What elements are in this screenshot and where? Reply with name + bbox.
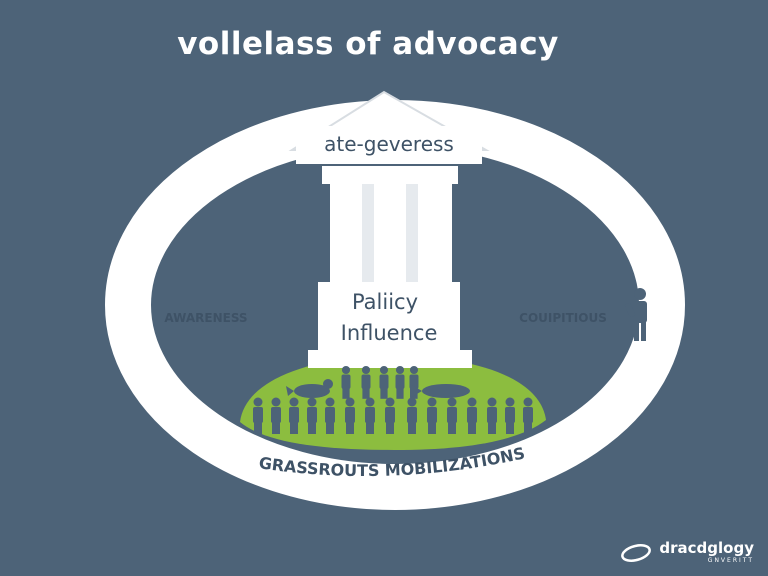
person-figure: [253, 397, 263, 434]
person-figure: [395, 365, 405, 399]
person-figure: [271, 397, 281, 434]
temple-base: [308, 350, 472, 368]
center-label-line1: Paliicy: [352, 290, 418, 314]
right-label: COUIPITIOUS: [519, 311, 607, 325]
person-figure: [467, 397, 477, 434]
person-figure: [487, 397, 497, 434]
temple-building: [288, 90, 490, 368]
crowd: [253, 365, 533, 434]
diagram-title: vollelass of advocacy: [177, 26, 559, 62]
person-figure: [361, 365, 371, 399]
person-figure: [289, 397, 299, 434]
person-figure: [345, 397, 355, 434]
person-figure: [365, 397, 375, 434]
logo: dracdglogy GNVERITT: [619, 541, 754, 564]
fish-icon: [410, 384, 470, 398]
person-figure: [523, 397, 533, 434]
logo-text: dracdglogy GNVERITT: [659, 541, 754, 564]
person-icon: [624, 288, 647, 341]
person-figure: [505, 397, 515, 434]
person-figure: [307, 397, 317, 434]
logo-name: dracdglogy: [659, 539, 754, 557]
person-figure: [341, 365, 351, 399]
center-label-line2: Influence: [341, 321, 438, 345]
temple-entablature: [296, 126, 482, 164]
temple-label-panel: [318, 282, 460, 354]
logo-tagline: GNVERITT: [707, 557, 754, 564]
person-figure: [325, 397, 335, 434]
person-figure: [379, 365, 389, 399]
swoosh-icon: [621, 543, 652, 562]
temple-column-capital: [322, 166, 458, 184]
person-figure: [407, 397, 417, 434]
left-label: AWARENESS: [164, 311, 247, 325]
person-figure: [427, 397, 437, 434]
pediment-label: ate-geveress: [324, 132, 454, 156]
person-figure: [447, 397, 457, 434]
seal-icon: [286, 379, 333, 398]
person-figure: [385, 397, 395, 434]
